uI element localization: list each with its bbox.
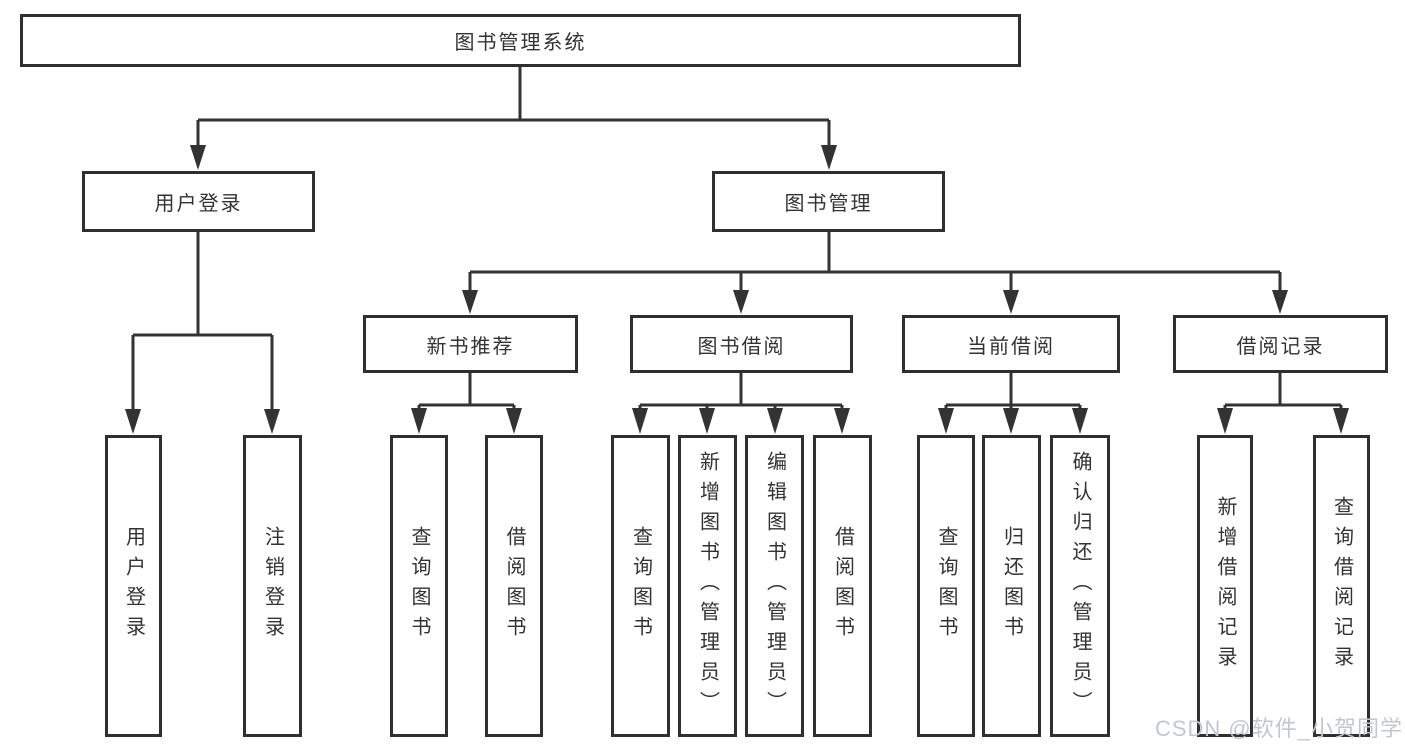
leaf-confirm-return-admin: 确认归还（管理员） <box>1050 435 1110 737</box>
leaf-query-books-current: 查询图书 <box>917 435 975 737</box>
node-root: 图书管理系统 <box>20 14 1021 67</box>
leaf-edit-books-admin: 编辑图书（管理员） <box>745 435 804 737</box>
node-book-management-group: 图书管理 <box>712 171 945 232</box>
node-book-borrow: 图书借阅 <box>630 315 853 373</box>
leaf-query-books-recommend: 查询图书 <box>390 435 448 737</box>
leaf-user-login: 用户登录 <box>105 435 162 737</box>
node-borrow-records: 借阅记录 <box>1173 315 1388 373</box>
leaf-logout: 注销登录 <box>243 435 302 737</box>
leaf-add-borrow-record: 新增借阅记录 <box>1197 435 1253 737</box>
leaf-return-books: 归还图书 <box>982 435 1041 737</box>
node-current-borrow: 当前借阅 <box>902 315 1120 373</box>
leaf-add-books-admin: 新增图书（管理员） <box>678 435 737 737</box>
leaf-query-books-borrow: 查询图书 <box>611 435 670 737</box>
node-new-book-recommend: 新书推荐 <box>363 315 578 373</box>
node-user-login-group: 用户登录 <box>82 171 315 232</box>
watermark-text: CSDN @软件_小贺同学 <box>1154 716 1403 741</box>
leaf-borrow-books-recommend: 借阅图书 <box>485 435 543 737</box>
leaf-borrow-books-borrow: 借阅图书 <box>813 435 872 737</box>
leaf-query-borrow-record: 查询借阅记录 <box>1313 435 1370 737</box>
